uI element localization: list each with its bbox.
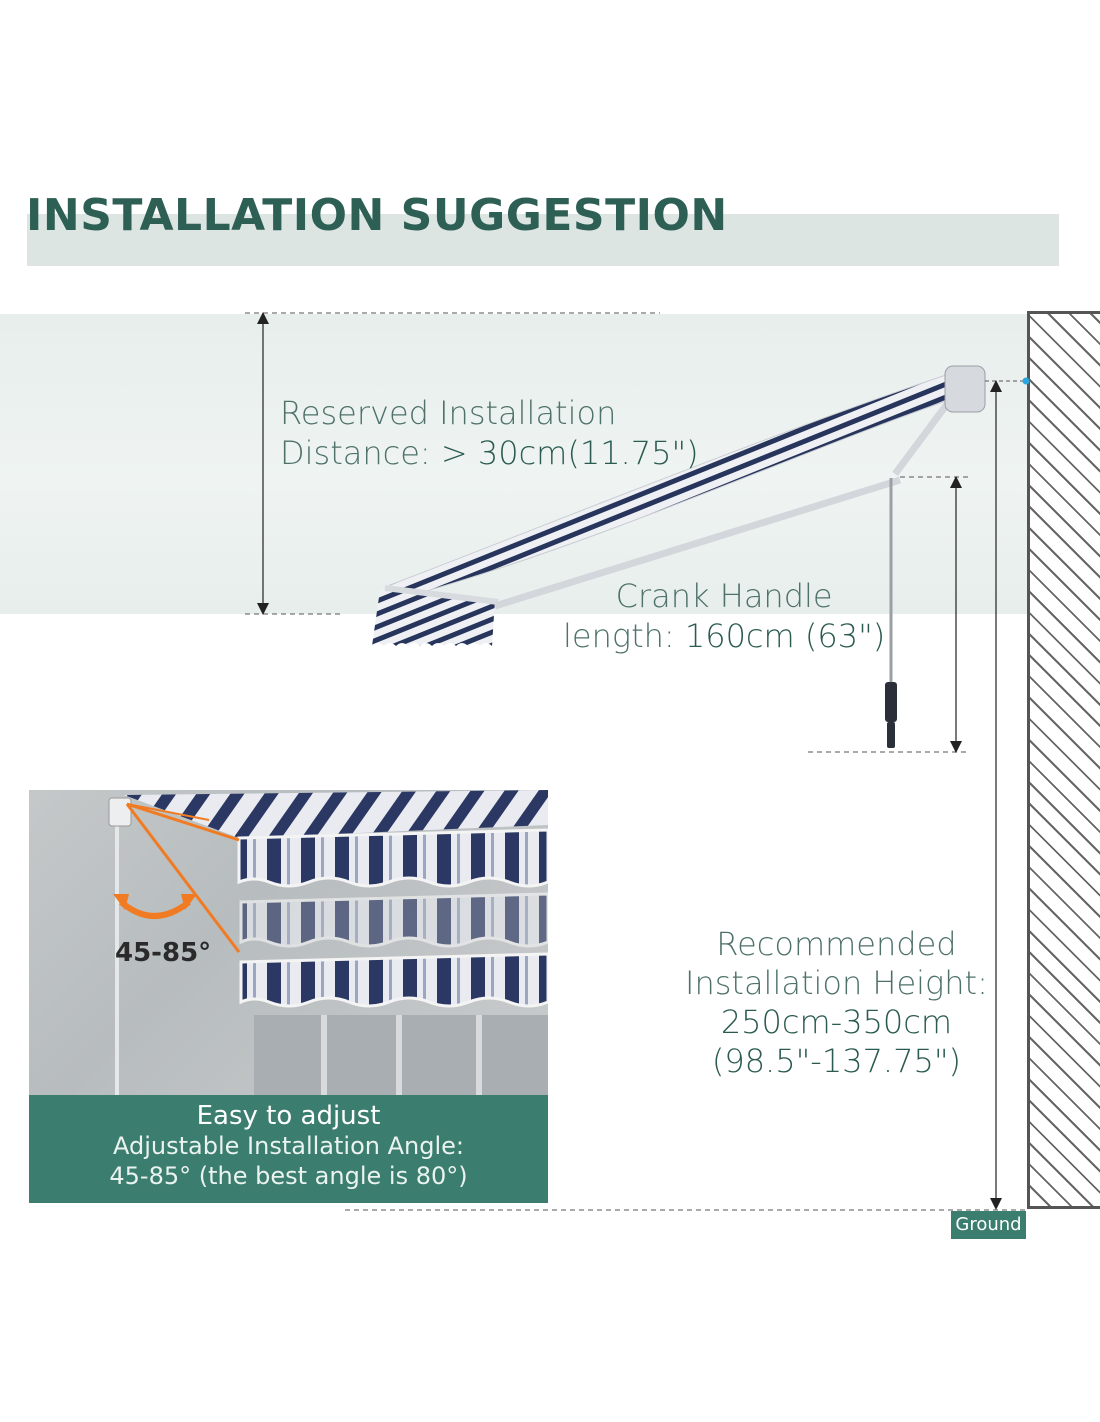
crank-grip: [885, 682, 897, 722]
crank-length-label: Crank Handle length: 160cm (63"): [563, 576, 885, 656]
adjust-line-2: 45-85° (the best angle is 80°): [109, 1162, 468, 1190]
crank-hook: [887, 722, 895, 748]
reserved-arrow-bottom: [257, 603, 269, 615]
angle-badge: 45-85°: [115, 938, 212, 968]
reserved-zone-band: [0, 314, 1030, 614]
awning-arm: [493, 476, 902, 610]
ground-label: Ground: [951, 1211, 1026, 1239]
wall-hatched: [1027, 311, 1100, 1209]
installation-height-label: Recommended Installation Height: 250cm-3…: [685, 925, 988, 1081]
crank-arrow-top: [950, 476, 962, 488]
crank-prefix: length:: [563, 617, 675, 655]
crank-line-1: Crank Handle: [615, 577, 833, 615]
height-arrow-bottom: [990, 1198, 1002, 1210]
crank-arrow-bottom: [950, 741, 962, 753]
height-line-3: 250cm-350cm: [720, 1003, 953, 1041]
adjust-line-1: Adjustable Installation Angle:: [113, 1132, 464, 1160]
reserved-distance-label: Reserved Installation Distance: > 30cm(1…: [280, 393, 699, 473]
crank-value: 160cm (63"): [674, 617, 886, 655]
awning-valance: [372, 590, 495, 646]
page-title: INSTALLATION SUGGESTION: [26, 190, 728, 241]
awning-front-bar: [384, 585, 499, 605]
adjust-caption-box: Easy to adjust Adjustable Installation A…: [29, 1095, 548, 1203]
crank-line-2: length: 160cm (63"): [563, 616, 885, 656]
reserved-value: > 30cm(11.75"): [430, 434, 699, 472]
height-arrow-top: [990, 380, 1002, 392]
angle-inset-illustration: [108, 790, 548, 1095]
reserved-prefix: Distance:: [280, 434, 431, 472]
height-line-4: (98.5"-137.75"): [711, 1042, 962, 1080]
height-line-2: Installation Height:: [685, 964, 988, 1002]
angle-inset-photo: 45-85°: [29, 790, 548, 1095]
height-line-1: Recommended: [716, 925, 957, 963]
reserved-line-1: Reserved Installation: [280, 394, 617, 432]
reserved-line-2: Distance: > 30cm(11.75"): [280, 433, 699, 473]
title-band: [27, 214, 1059, 266]
height-anchor-dot: [1022, 377, 1030, 385]
reserved-arrow-top: [257, 312, 269, 324]
awning-bracket: [944, 365, 986, 413]
adjust-heading: Easy to adjust: [196, 1101, 381, 1131]
